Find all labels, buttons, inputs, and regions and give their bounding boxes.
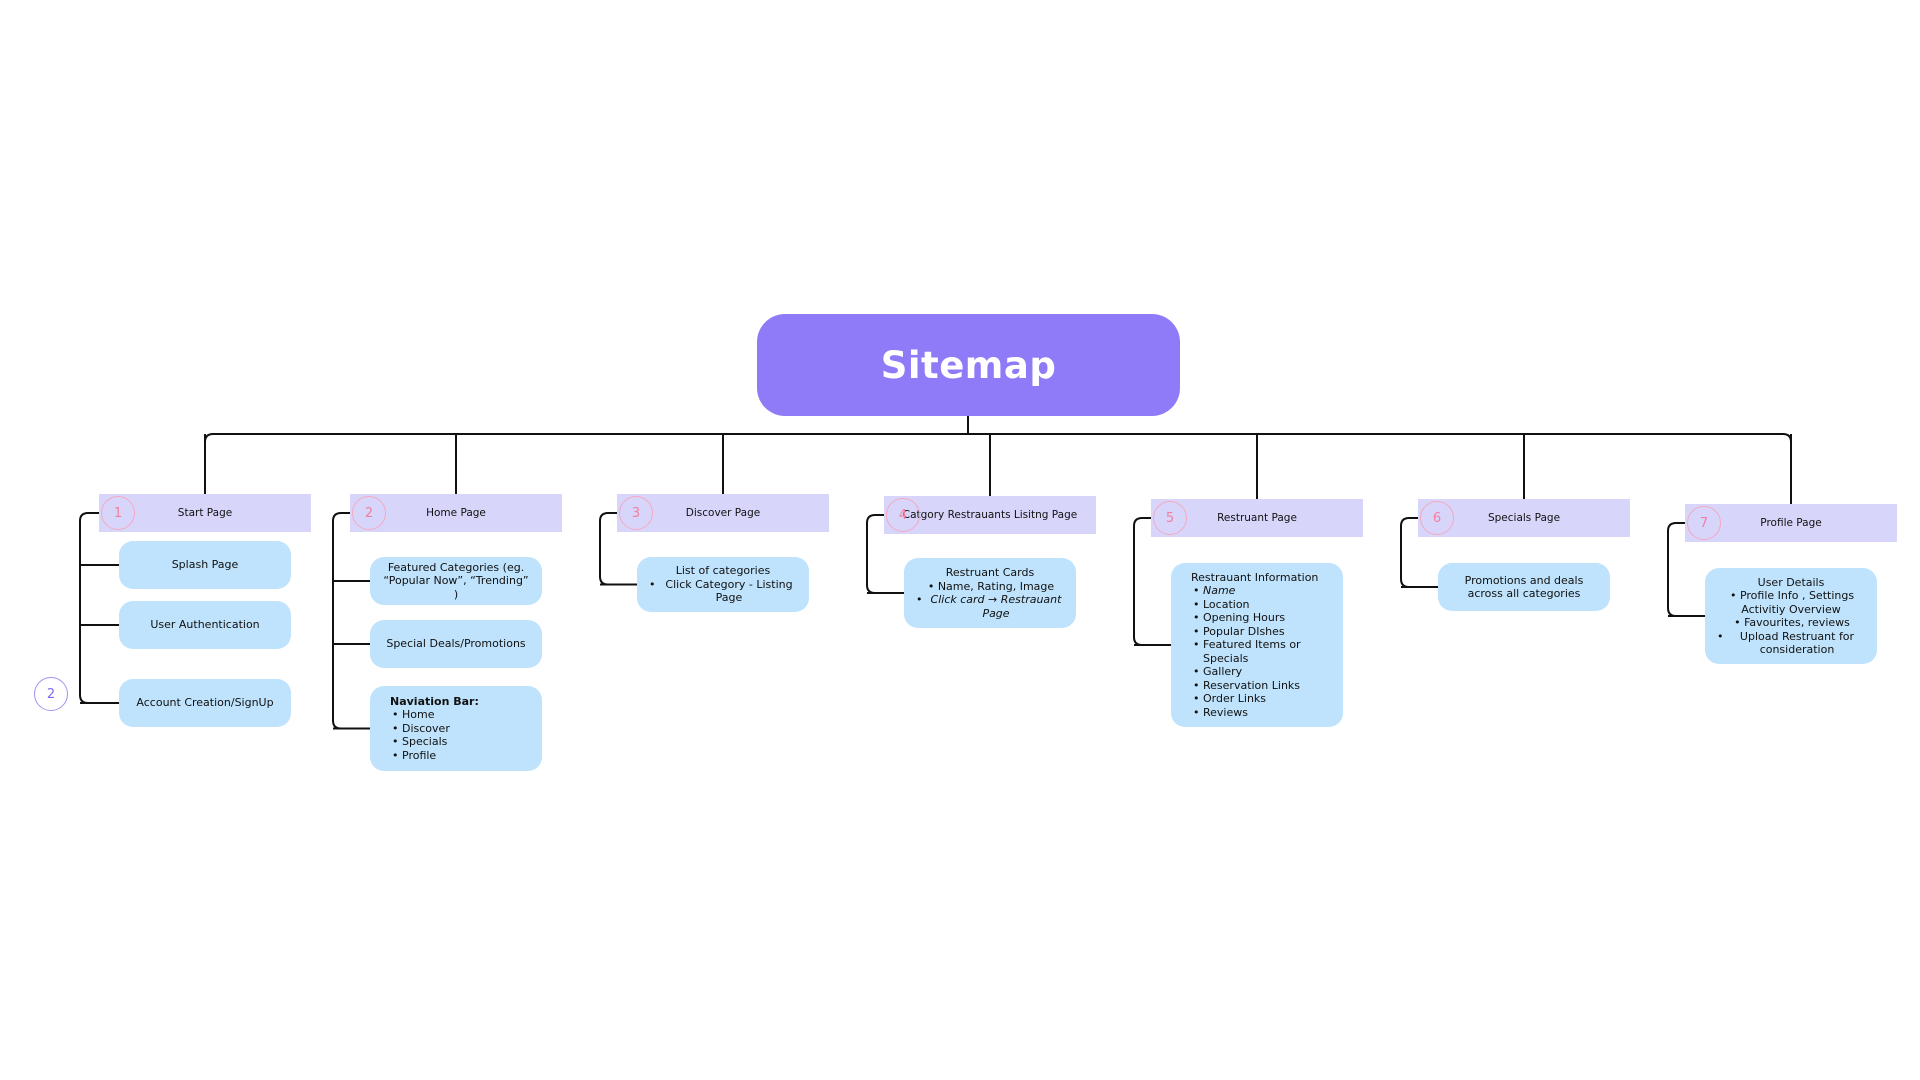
branch-header-title: Profile Page bbox=[1760, 517, 1822, 529]
card-bullet-item: Discover bbox=[390, 722, 450, 736]
branch-header-title: Home Page bbox=[426, 507, 486, 519]
branch-number-badge: 2 bbox=[352, 496, 386, 530]
card-bullet-item: Location bbox=[1191, 598, 1250, 612]
branch-number-badge: 3 bbox=[619, 496, 653, 530]
card-text: Promotions and deals across all categori… bbox=[1464, 573, 1584, 601]
branch-1-card-1: Splash Page bbox=[119, 541, 291, 589]
card-text: Splash Page bbox=[171, 558, 239, 572]
branch-4-card-1: Restruant CardsName, Rating, ImageClick … bbox=[904, 558, 1076, 628]
card-text: List of categories bbox=[675, 564, 771, 578]
branch-header-title: Start Page bbox=[177, 507, 233, 519]
card-text: Restrauant Information bbox=[1191, 570, 1319, 584]
branch-5-card-1: Restrauant InformationNameLocationOpenin… bbox=[1171, 563, 1343, 727]
branch-header-7: Profile Page bbox=[1685, 504, 1897, 542]
card-bullet-item: Profile bbox=[390, 749, 436, 763]
branch-2-card-2: Special Deals/Promotions bbox=[370, 620, 542, 668]
branch-2-card-1: Featured Categories (eg. “Popular Now”, … bbox=[370, 557, 542, 605]
card-text: User Details bbox=[1757, 575, 1825, 589]
branch-number-badge: 6 bbox=[1420, 501, 1454, 535]
card-text: Restruant Cards bbox=[945, 566, 1035, 579]
branch-2-card-3: Naviation Bar:HomeDiscoverSpecialsProfil… bbox=[370, 686, 542, 771]
sitemap-title: Sitemap bbox=[880, 343, 1057, 387]
card-text: User Authentication bbox=[150, 618, 260, 632]
branch-7-card-1: User DetailsProfile Info , SettingsActiv… bbox=[1705, 568, 1877, 664]
card-bullet-item: Popular DIshes bbox=[1191, 625, 1285, 639]
card-bullet-item: Order Links bbox=[1191, 692, 1266, 706]
card-text: Naviation Bar: bbox=[390, 694, 479, 708]
card-bullet-item: Profile Info , Settings bbox=[1728, 589, 1854, 603]
card-bullet-item: Upload Restruant for consideration bbox=[1715, 630, 1867, 657]
card-bullet-item: Name, Rating, Image bbox=[926, 580, 1054, 594]
card-bullet-item: Favourites, reviews bbox=[1732, 616, 1850, 630]
branch-number-badge: 1 bbox=[101, 496, 135, 530]
card-bullet-item: Specials bbox=[390, 735, 447, 749]
card-bullet-item: Opening Hours bbox=[1191, 611, 1285, 625]
branch-header-title: Specials Page bbox=[1487, 512, 1561, 524]
sitemap-root-node: Sitemap bbox=[757, 314, 1180, 416]
branch-number-badge: 5 bbox=[1153, 501, 1187, 535]
side-number-marker: 2 bbox=[34, 677, 68, 711]
card-bullet-item: Featured Items or Specials bbox=[1191, 638, 1333, 665]
branch-header-title: Discover Page bbox=[685, 507, 761, 519]
card-bullet-item: Reviews bbox=[1191, 706, 1248, 720]
branch-6-card-1: Promotions and deals across all categori… bbox=[1438, 563, 1610, 611]
branch-1-card-3: Account Creation/SignUp bbox=[119, 679, 291, 727]
card-bullet-item: Reservation Links bbox=[1191, 679, 1300, 693]
card-text: Featured Categories (eg. “Popular Now”, … bbox=[383, 560, 529, 601]
card-bullet-item: Home bbox=[390, 708, 434, 722]
card-bullet-item: Gallery bbox=[1191, 665, 1242, 679]
card-text: Special Deals/Promotions bbox=[386, 637, 526, 651]
branch-number-badge: 7 bbox=[1687, 506, 1721, 540]
card-bullet-item: Name bbox=[1191, 584, 1235, 598]
branch-header-5: Restruant Page bbox=[1151, 499, 1363, 537]
card-bullet-item: Click card → Restrauant Page bbox=[914, 593, 1066, 620]
card-text: Account Creation/SignUp bbox=[136, 696, 274, 710]
branch-1-card-2: User Authentication bbox=[119, 601, 291, 649]
card-text: Activitiy Overview bbox=[1741, 602, 1841, 616]
branch-header-title: Catgory Restrauants Lisitng Page bbox=[902, 509, 1078, 521]
branch-3-card-1: List of categoriesClick Category - Listi… bbox=[637, 557, 809, 612]
card-bullet-item: Click Category - Listing Page bbox=[647, 578, 799, 605]
branch-number-badge: 4 bbox=[886, 498, 920, 532]
branch-header-title: Restruant Page bbox=[1217, 512, 1297, 524]
